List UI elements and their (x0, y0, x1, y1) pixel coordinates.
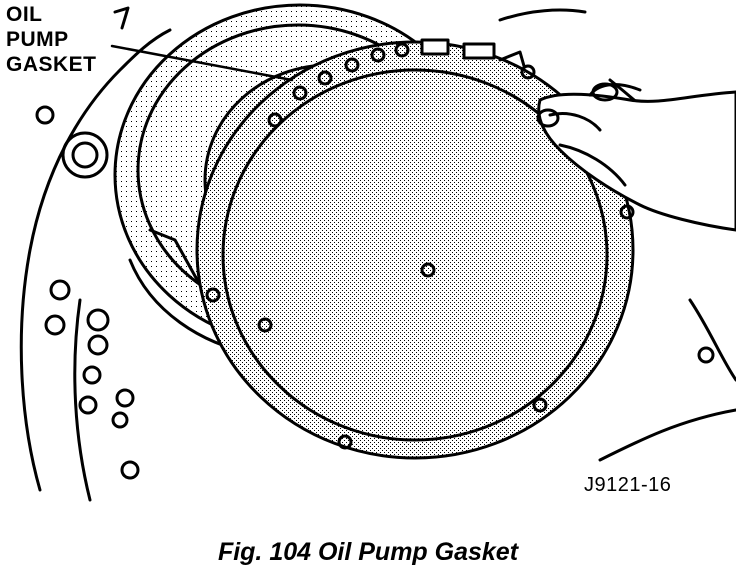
callout-line-3: GASKET (6, 53, 97, 76)
figure-caption: Fig. 104 Oil Pump Gasket (217, 538, 519, 566)
figure-code: J9121-16 (584, 474, 672, 496)
callout-line-2: PUMP (6, 28, 69, 51)
callout-line-1: OIL (6, 3, 43, 26)
transmission-case (19, 6, 736, 502)
gasket-ring (195, 38, 635, 460)
hand (536, 82, 736, 232)
callout-leader (110, 44, 294, 82)
callout-label: OIL PUMP GASKET (6, 2, 97, 77)
